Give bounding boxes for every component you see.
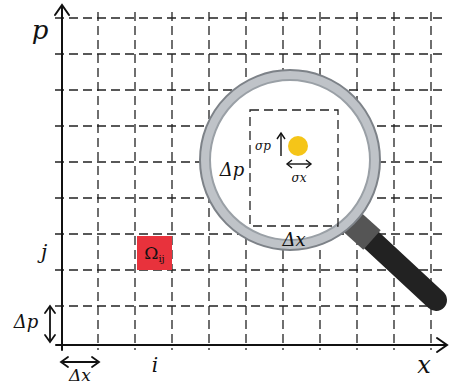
dimension-arrows <box>45 306 99 367</box>
axis-label: x <box>417 353 431 377</box>
magnifying-glass <box>200 70 436 300</box>
dimension-label: Δx <box>282 231 305 249</box>
axes <box>55 5 447 352</box>
dimension-label: Δp <box>14 313 39 331</box>
cell-symbol: Ω <box>144 243 158 263</box>
index-label: i <box>152 355 158 375</box>
dimension-label: Δx <box>69 366 91 383</box>
dimension-label: Δp <box>220 161 245 179</box>
index-label: j <box>41 242 47 262</box>
grid-lines <box>55 12 445 350</box>
axis-label: p <box>32 17 49 43</box>
width-label: σp <box>255 140 271 152</box>
cell-subscript: ij <box>158 253 164 264</box>
phase-cell: Ωij <box>137 236 172 270</box>
width-label: σx <box>292 172 307 184</box>
